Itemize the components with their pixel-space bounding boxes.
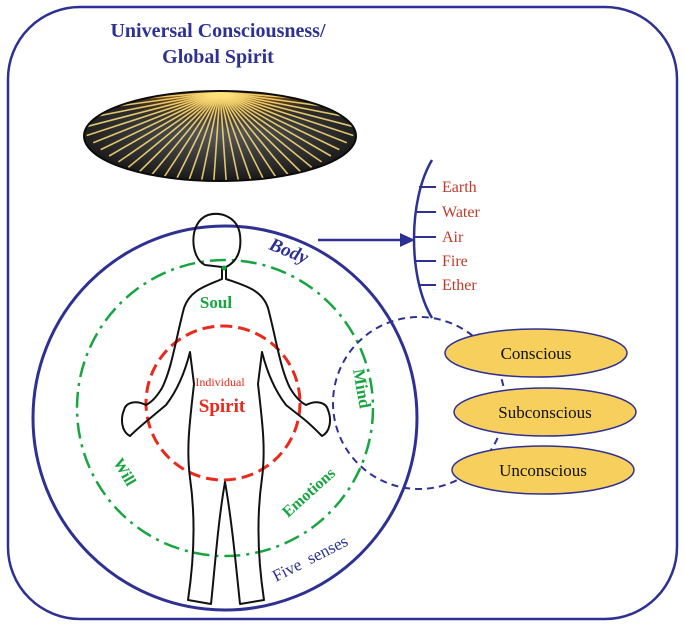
five-senses-label: Five senses xyxy=(269,531,351,585)
title-line-1: Universal Consciousness/ xyxy=(110,20,325,42)
individual-label: Individual xyxy=(195,375,245,389)
spirit-label: Spirit xyxy=(199,396,246,417)
unconscious-oval: Unconscious xyxy=(451,445,635,495)
element-ether: Ether xyxy=(442,277,477,294)
conscious-oval: Conscious xyxy=(444,328,628,378)
element-air: Air xyxy=(442,229,464,246)
body-arrow xyxy=(318,233,415,247)
elements-bracket xyxy=(412,159,434,319)
human-figure xyxy=(121,213,331,605)
outer-frame xyxy=(6,5,679,621)
element-fire: Fire xyxy=(442,253,468,270)
element-earth: Earth xyxy=(442,179,477,196)
bracket-ticks xyxy=(414,186,436,286)
subconscious-oval: Subconscious xyxy=(453,387,637,437)
element-water: Water xyxy=(442,204,480,221)
global-spirit-disc xyxy=(83,90,357,182)
soul-label: Soul xyxy=(200,293,232,312)
spirit-circle xyxy=(144,324,302,482)
body-label: Body xyxy=(265,234,312,269)
title-line-2: Global Spirit xyxy=(162,46,274,68)
body-circle xyxy=(31,224,419,612)
subconscious-label: Subconscious xyxy=(498,403,592,422)
conscious-label: Conscious xyxy=(501,344,572,363)
light-rays xyxy=(84,91,356,181)
soul-circle xyxy=(75,258,375,558)
figure-throat-dot xyxy=(221,265,227,271)
mind-label: Mind xyxy=(349,367,375,410)
will-label: Will xyxy=(110,456,140,490)
unconscious-label: Unconscious xyxy=(499,461,587,480)
